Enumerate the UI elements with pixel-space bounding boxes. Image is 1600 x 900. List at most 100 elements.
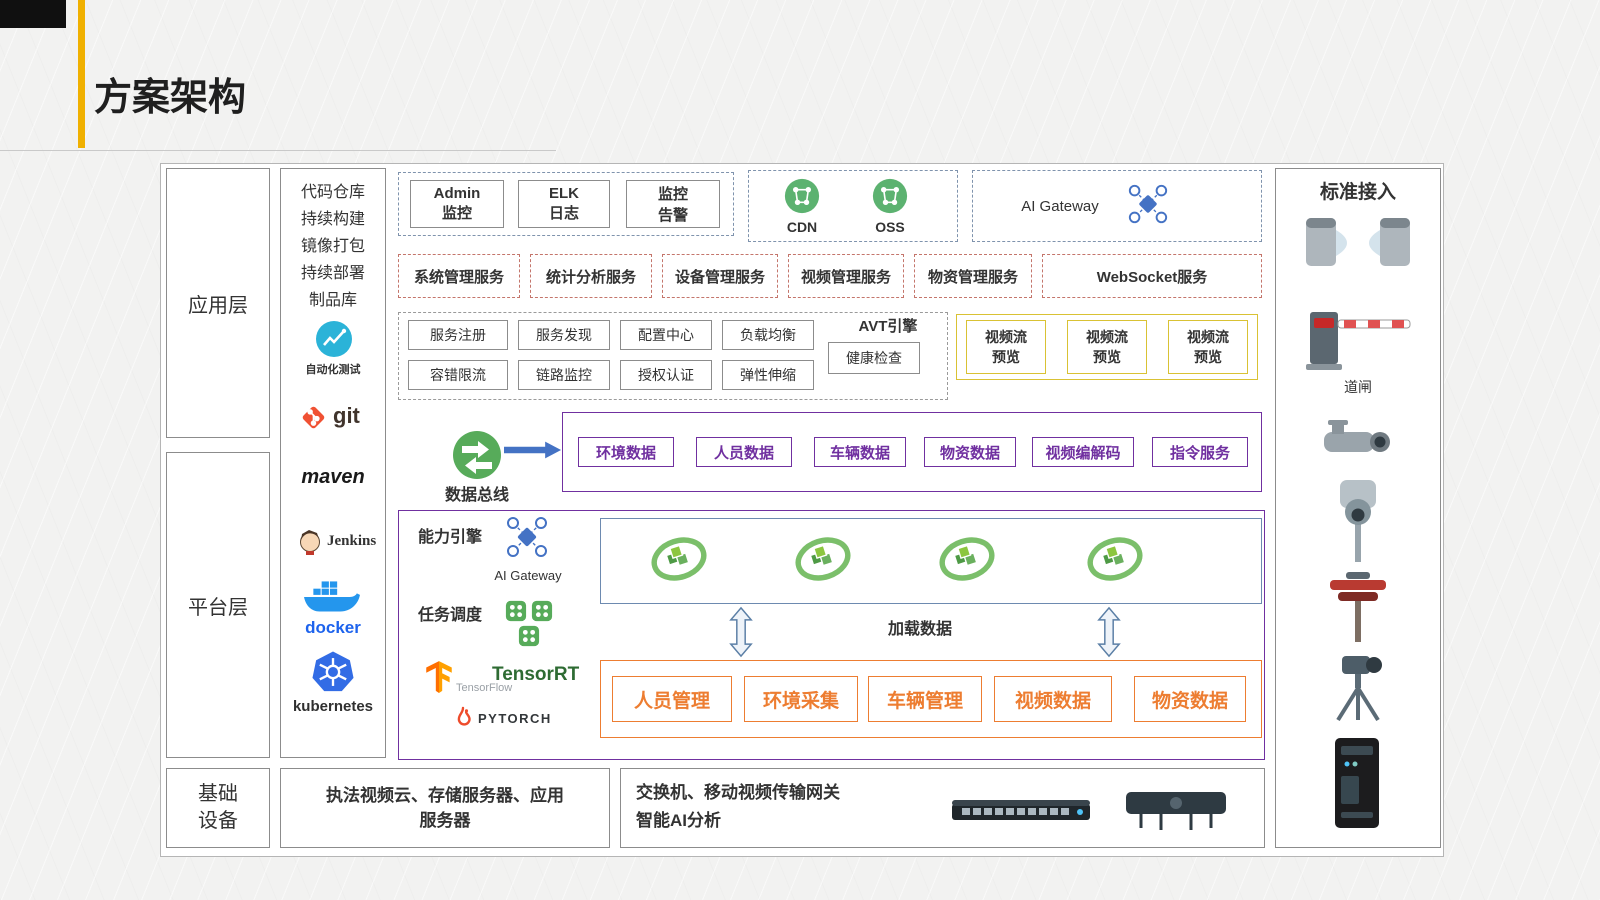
- oss-icon: [872, 178, 908, 214]
- container-cluster-icon: [1087, 537, 1143, 581]
- service-box: 系统管理服务: [398, 254, 520, 298]
- devops-item: 持续部署: [300, 265, 365, 282]
- git-icon: [302, 406, 325, 429]
- double-arrow-icon: [1097, 606, 1121, 658]
- right-arrow-icon: [504, 441, 562, 459]
- devops-item: 制品库: [308, 292, 357, 309]
- tensorrt-label: TensorRT: [492, 664, 580, 685]
- service-box: WebSocket服务: [1042, 254, 1262, 298]
- git-label: git: [333, 403, 360, 428]
- barrier-gate-icon: [1306, 312, 1411, 370]
- kubernetes-icon: [312, 651, 354, 692]
- service-box: 设备管理服务: [662, 254, 778, 298]
- bullet-camera-icon: [1324, 420, 1390, 452]
- task-node-icon: [505, 600, 527, 622]
- module-box: 视频数据: [994, 676, 1112, 722]
- layer-platform: 平台层: [166, 452, 270, 758]
- ai-transmission-gateway-icon: [1126, 792, 1226, 830]
- jenkins-label: Jenkins: [327, 533, 377, 549]
- data-item: 指令服务: [1152, 437, 1248, 467]
- tensorflow-icon: [426, 661, 452, 693]
- kubernetes-label: kubernetes: [292, 697, 374, 715]
- governance-box: 服务发现: [518, 320, 610, 350]
- tripod-camera-icon: [1336, 656, 1382, 722]
- docker-label: docker: [305, 618, 361, 637]
- devops-item: 代码仓库: [300, 184, 365, 201]
- devops-item: 镜像打包: [300, 238, 365, 255]
- module-box: 人员管理: [612, 676, 732, 722]
- data-bus-icon: [453, 431, 501, 479]
- module-box: 物资数据: [1134, 676, 1246, 722]
- health-check-box: 健康检查: [828, 342, 920, 374]
- pytorch-label: PYTORCH: [478, 711, 552, 726]
- monitor-box: Admin 监控: [410, 180, 504, 228]
- oss-label: OSS: [875, 219, 905, 235]
- title-accent-bar: [78, 0, 85, 148]
- data-item: 人员数据: [696, 437, 792, 467]
- gate-label: 道闸: [1344, 379, 1372, 395]
- edge-server-icon: [1335, 738, 1379, 828]
- gateway-label: AI Gateway: [1021, 197, 1099, 215]
- preview-box: 视频流 预览: [966, 320, 1046, 374]
- governance-box: 配置中心: [620, 320, 712, 350]
- corner-block: [0, 0, 66, 28]
- scheduler-label: 任务调度: [417, 607, 482, 624]
- title-divider: [0, 150, 556, 151]
- env-sensor-icon: [1330, 572, 1386, 642]
- container-cluster-icon: [939, 537, 995, 581]
- governance-box: 服务注册: [408, 320, 508, 350]
- service-box: 视频管理服务: [788, 254, 904, 298]
- gateway-group: [972, 170, 1262, 242]
- double-arrow-icon: [729, 606, 753, 658]
- network-switch-icon: [952, 800, 1090, 820]
- service-box: 物资管理服务: [914, 254, 1032, 298]
- servers-box: 执法视频云、存储服务器、应用 服务器: [280, 768, 610, 848]
- tensorflow-label: TensorFlow: [456, 682, 513, 694]
- access-title: 标准接入: [1319, 181, 1396, 203]
- engine-gateway-label: AI Gateway: [494, 567, 562, 583]
- cloud-group: [748, 170, 958, 242]
- module-box: 车辆管理: [868, 676, 982, 722]
- monitor-box: 监控 告警: [626, 180, 720, 228]
- turnstile-icon: [1306, 218, 1410, 266]
- governance-box: 负载均衡: [722, 320, 814, 350]
- monitor-box: ELK 日志: [518, 180, 610, 228]
- jenkins-icon: [300, 530, 320, 555]
- preview-box: 视频流 预览: [1067, 320, 1147, 374]
- data-item: 车辆数据: [814, 437, 906, 467]
- container-pool: [600, 518, 1262, 604]
- data-item: 环境数据: [578, 437, 674, 467]
- data-item: 视频编解码: [1032, 437, 1134, 467]
- data-item: 物资数据: [924, 437, 1016, 467]
- load-data-label: 加载数据: [887, 621, 952, 638]
- maven-label: maven: [301, 465, 365, 488]
- pytorch-flame-icon: [457, 706, 471, 726]
- layer-base: 基础 设备: [166, 768, 270, 848]
- ptz-camera-icon: [1340, 480, 1376, 562]
- data-bus-label: 数据总线: [444, 487, 509, 504]
- task-node-icon: [518, 625, 540, 647]
- cdn-icon: [784, 178, 820, 214]
- layer-app: 应用层: [166, 168, 270, 438]
- cdn-label: CDN: [786, 219, 818, 235]
- network-label: 交换机、移动视频传输网关 智能AI分析: [636, 783, 840, 831]
- service-box: 统计分析服务: [530, 254, 652, 298]
- avt-engine-label: AVT引擎: [858, 317, 918, 335]
- container-cluster-icon: [795, 537, 851, 581]
- capability-label: 能力引擎: [417, 529, 482, 546]
- task-node-icon: [531, 600, 553, 622]
- ai-gateway-icon: [507, 517, 547, 557]
- docker-icon: [304, 581, 360, 612]
- devops-item: 持续构建: [300, 211, 365, 228]
- auto-test-icon: [316, 321, 352, 357]
- governance-box: 链路监控: [518, 360, 610, 390]
- auto-test-label: 自动化测试: [305, 364, 361, 376]
- module-box: 环境采集: [744, 676, 858, 722]
- governance-box: 弹性伸缩: [722, 360, 814, 390]
- container-cluster-icon: [651, 537, 707, 581]
- databus-group: [562, 412, 1262, 492]
- governance-box: 授权认证: [620, 360, 712, 390]
- preview-box: 视频流 预览: [1168, 320, 1248, 374]
- governance-box: 容错限流: [408, 360, 508, 390]
